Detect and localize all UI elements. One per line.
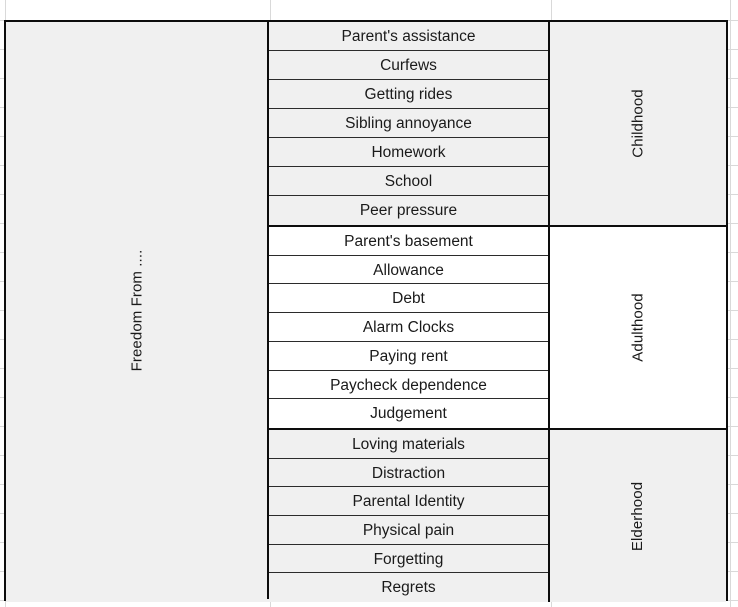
table-group-label: Elderhood [629, 481, 647, 551]
table-group-label: Childhood [629, 89, 647, 158]
table-row-label-cell: Freedom From .... [6, 22, 269, 599]
table-row[interactable]: Alarm Clocks [269, 313, 548, 342]
table-row-label-text: Freedom From .... [127, 249, 145, 372]
table-row[interactable]: Forgetting [269, 545, 548, 574]
table-row[interactable]: Allowance [269, 256, 548, 285]
table-row[interactable]: Parent's assistance [269, 22, 548, 51]
table-row[interactable]: Paycheck dependence [269, 371, 548, 400]
gridline-vertical [730, 0, 731, 607]
table-row[interactable]: Physical pain [269, 516, 548, 545]
table-row[interactable]: Parental Identity [269, 487, 548, 517]
table-row[interactable]: Homework [269, 138, 548, 167]
table-group-cell: Elderhood [550, 430, 726, 602]
table-row[interactable]: Paying rent [269, 342, 548, 371]
table-row[interactable]: Getting rides [269, 80, 548, 109]
table-row[interactable]: Regrets [381, 579, 436, 597]
table-row[interactable]: Parent's basement [269, 227, 548, 256]
table-group-cell: Adulthood [550, 227, 726, 428]
table-row[interactable]: School [269, 167, 548, 196]
table-row[interactable]: Peer pressure [359, 202, 458, 219]
table-group-cell: Childhood [550, 22, 726, 225]
table-row[interactable]: Debt [269, 284, 548, 314]
table-row[interactable]: Sibling annoyance [269, 109, 548, 138]
table-row[interactable]: Curfews [269, 51, 548, 80]
table-row[interactable]: Judgement [370, 405, 447, 423]
table-row[interactable]: Distraction [269, 459, 548, 488]
table-group-label: Adulthood [629, 293, 647, 362]
table-row[interactable]: Loving materials [269, 430, 548, 459]
